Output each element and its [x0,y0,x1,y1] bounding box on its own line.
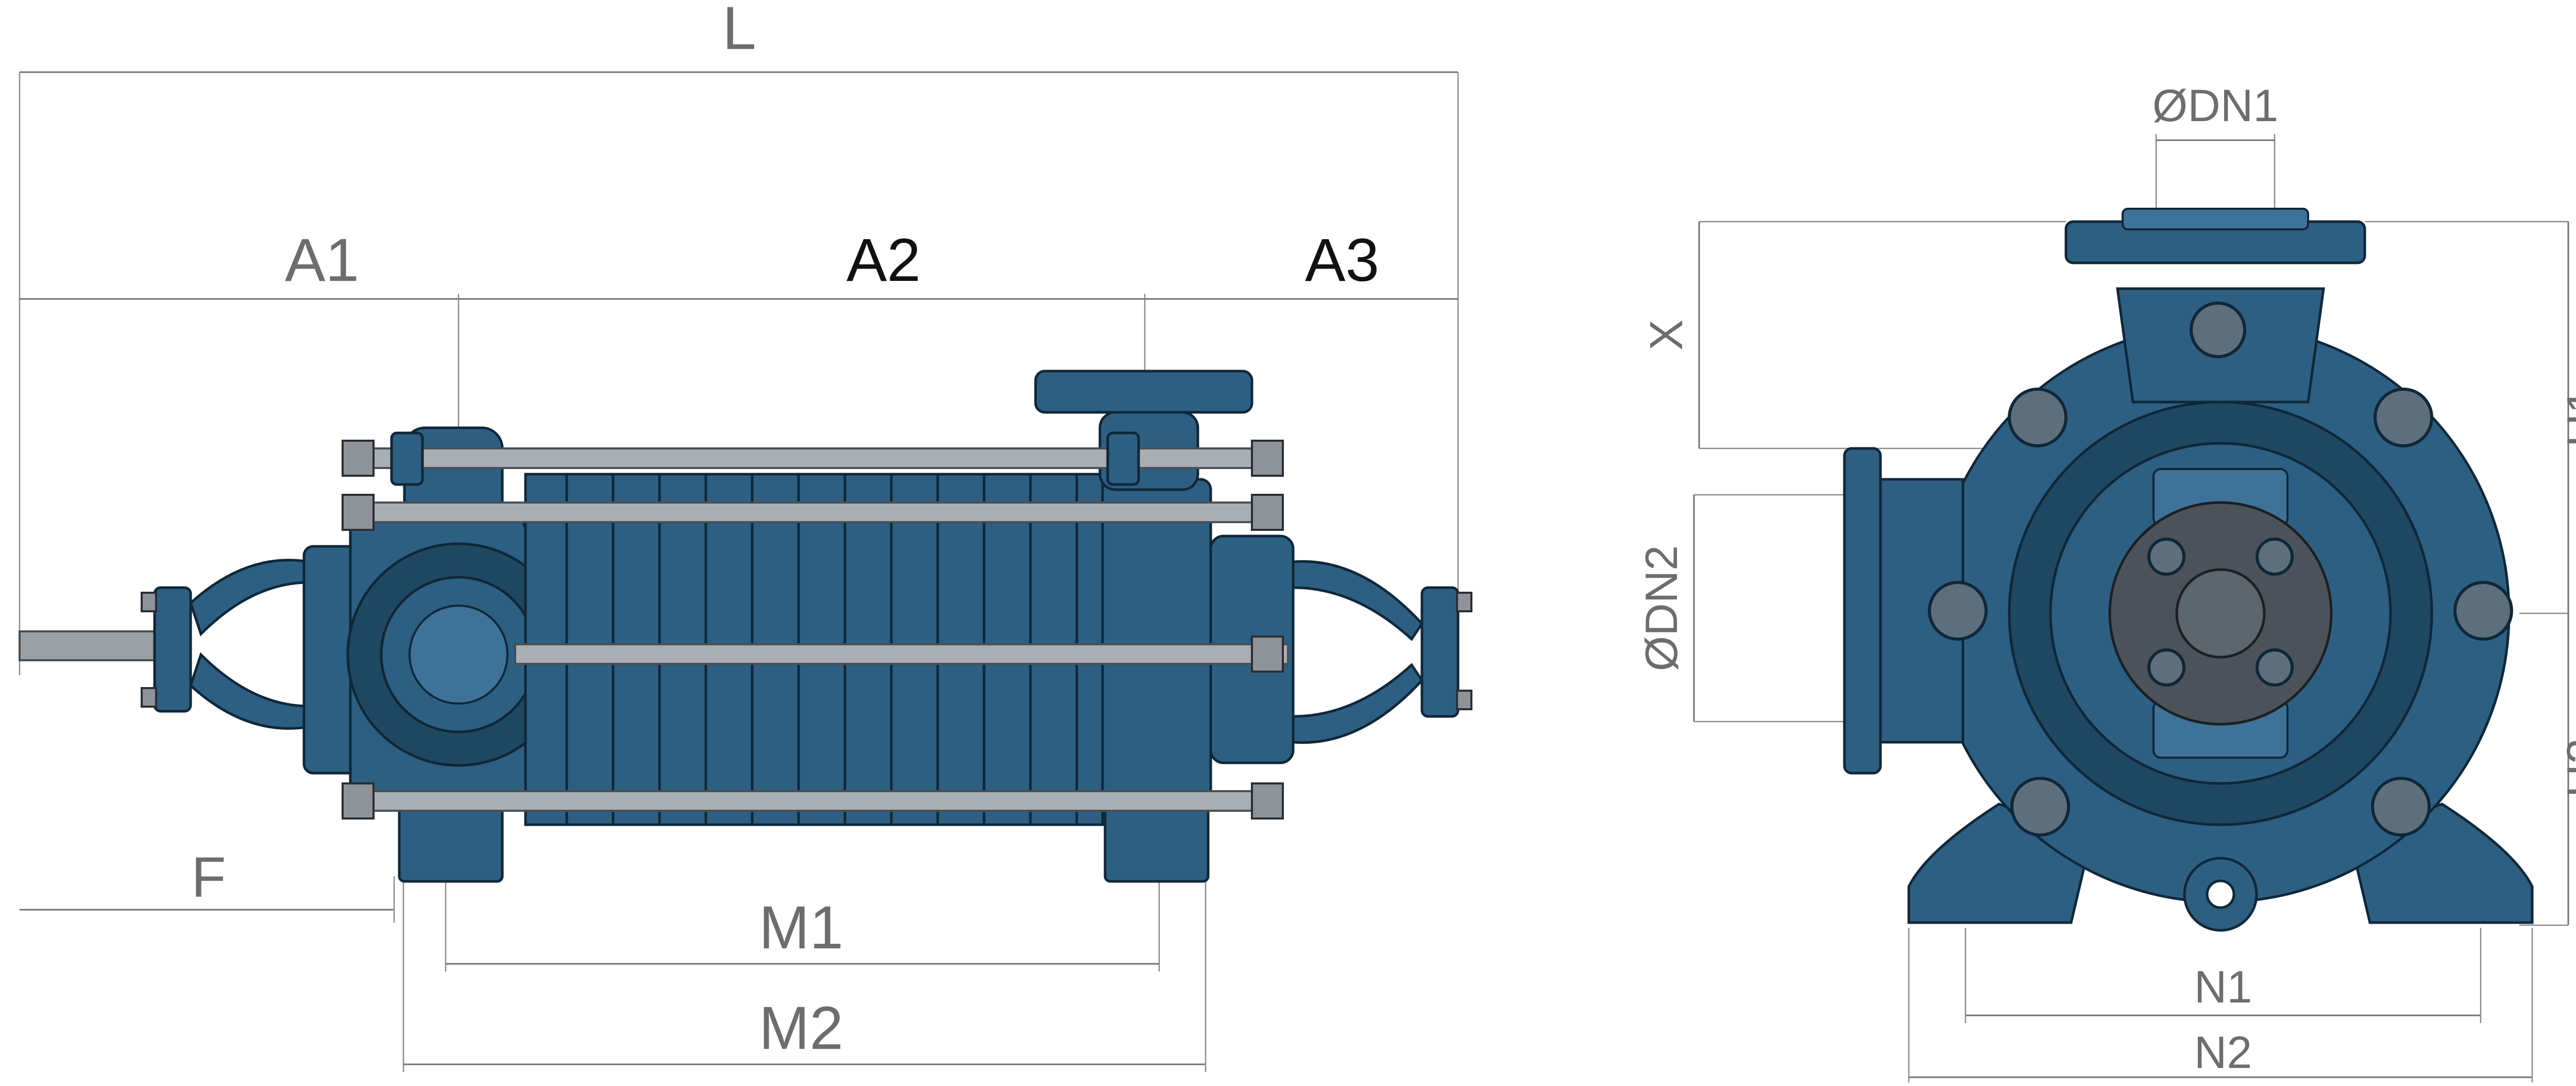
left-bracket-arm-bottom [189,652,311,730]
hub-bolt-4 [2256,648,2294,687]
label-H1: H1 [2558,388,2576,447]
suction-nozzle-neck [1879,478,1964,744]
label-A3: A3 [1305,226,1379,294]
bolt-lower-right [2371,777,2431,837]
discharge-casing [1101,478,1212,806]
tie-rod-2 [354,502,1279,523]
label-M2: M2 [759,994,843,1062]
hub-bolt-3 [2147,648,2185,687]
left-flange-bolt-bottom [141,687,157,708]
left-bracket-arm-top [189,559,311,637]
bolt-top [2190,302,2246,358]
right-flange-bolt-bottom [1456,690,1472,710]
front-dimensions [1693,134,2569,1082]
label-X: X [1641,320,1692,350]
right-bearing-flange [1420,586,1460,718]
label-M1: M1 [759,894,843,962]
label-A1: A1 [285,226,359,294]
bolt-mid-left [1928,581,1988,641]
left-bearing-flange [153,586,192,713]
shaft-end [2175,568,2266,659]
label-DN2: ØDN2 [1636,545,1687,672]
label-DN2-text: DN2 [1636,545,1687,636]
hub-bolt-2 [2256,538,2294,576]
drain-hole [2206,879,2235,909]
bolt-lower-left [2010,777,2070,837]
pump-shaft [19,630,175,661]
suction-nozzle-inner [409,605,509,705]
suction-nozzle-flange [1843,447,1882,775]
pump-front-view [1843,208,2534,932]
rod-lug-left-top [390,431,424,486]
suction-foot [398,803,504,883]
label-N2: N2 [2194,1027,2252,1078]
discharge-nozzle-face [2122,208,2309,230]
pump-side-view [19,370,1472,883]
discharge-foot [1104,803,1210,883]
diameter-symbol: Ø [2153,80,2188,131]
label-F: F [191,846,226,909]
label-DN1-text: DN1 [2188,80,2278,131]
label-L: L [722,0,756,62]
hub-bolt-1 [2147,538,2185,576]
right-bracket-arm-bottom [1292,663,1424,744]
left-flange-bolt-top [141,592,157,612]
tie-rod-nuts [342,440,1284,820]
tie-rod-3 [514,643,1289,665]
diameter-symbol: Ø [1636,636,1687,671]
bolt-upper-left [2008,388,2067,447]
rod-lug-right-top [1106,431,1140,486]
label-A2: A2 [846,226,921,294]
tie-rod-4 [354,790,1279,812]
bolt-mid-right [2453,581,2513,641]
right-bracket-arm-top [1292,560,1424,641]
discharge-flange [1034,370,1253,414]
label-DN1: ØDN1 [2153,80,2279,131]
bolt-upper-right [2374,388,2433,447]
label-N1: N1 [2194,961,2252,1012]
perimeter-bolts [1928,302,2513,837]
right-flange-bolt-top [1456,592,1472,612]
label-H2: H2 [2558,738,2576,797]
